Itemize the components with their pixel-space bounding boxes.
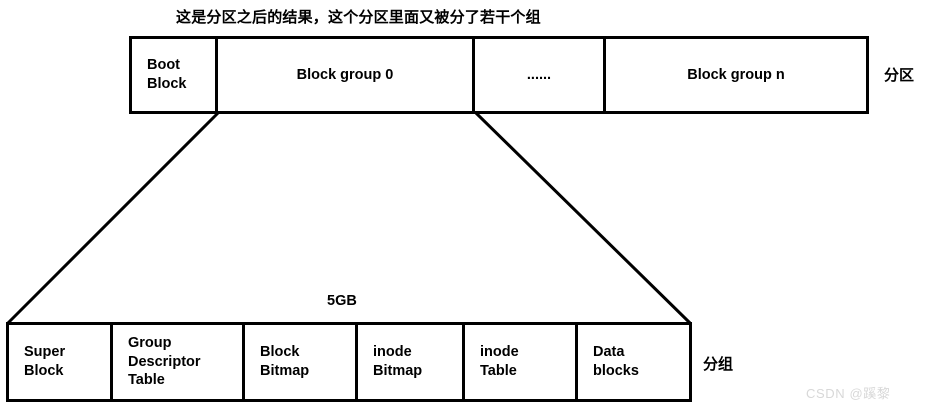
group-cell-inode-table: inode Table: [465, 325, 578, 399]
group-cell-data-blocks-label: Data blocks: [593, 344, 639, 379]
partition-cell-boot-block-label: Boot Block: [147, 57, 187, 92]
group-cell-block-bitmap: Block Bitmap: [245, 325, 358, 399]
csdn-watermark: CSDN @蹊黎: [806, 386, 891, 401]
partition-cell-ellipsis-label: ......: [526, 66, 552, 83]
group-cell-inode-table-label: inode Table: [480, 344, 519, 379]
partition-row-side-label: 分区: [884, 67, 915, 84]
group-row: Super Block Group Descriptor Table Block…: [6, 322, 692, 402]
partition-cell-block-group-0-label: Block group 0: [296, 66, 394, 83]
group-cell-group-descriptor-table-label: Group Descriptor Table: [128, 335, 201, 389]
group-cell-data-blocks: Data blocks: [578, 325, 689, 399]
group-cell-super-block: Super Block: [9, 325, 113, 399]
connector-line-left: [6, 111, 220, 325]
connector-line-right: [474, 111, 692, 325]
partition-cell-ellipsis: ......: [475, 39, 606, 111]
group-cell-inode-bitmap-label: inode Bitmap: [373, 344, 423, 379]
partition-cell-block-group-n: Block group n: [606, 39, 866, 111]
group-cell-super-block-label: Super Block: [24, 344, 66, 379]
diagram-title: 这是分区之后的结果，这个分区里面又被分了若干个组: [176, 9, 541, 26]
group-row-side-label: 分组: [703, 356, 734, 373]
partition-row: Boot Block Block group 0 ...... Block gr…: [129, 36, 869, 114]
partition-cell-block-group-0: Block group 0: [218, 39, 475, 111]
group-cell-inode-bitmap: inode Bitmap: [358, 325, 465, 399]
group-cell-block-bitmap-label: Block Bitmap: [260, 344, 310, 379]
group-cell-group-descriptor-table: Group Descriptor Table: [113, 325, 245, 399]
partition-cell-boot-block: Boot Block: [132, 39, 218, 111]
partition-cell-block-group-n-label: Block group n: [687, 66, 785, 83]
group-row-size-label: 5GB: [327, 293, 357, 309]
